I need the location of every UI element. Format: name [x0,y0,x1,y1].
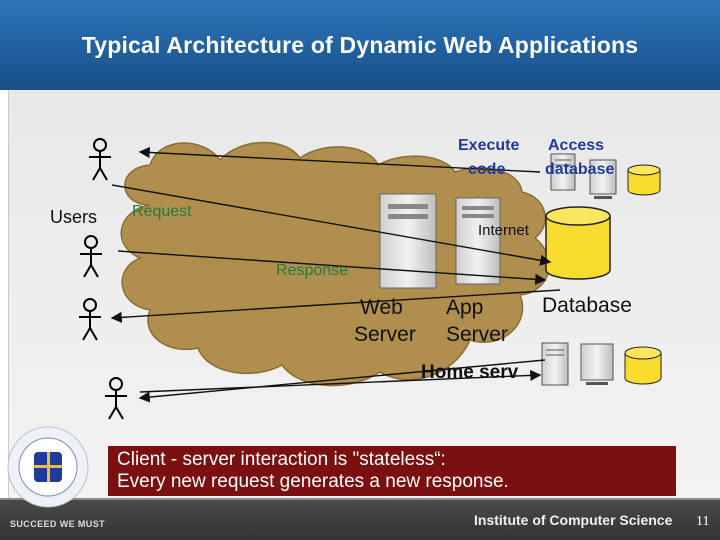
home-database-icon [624,346,662,385]
user-figure-1 [89,138,111,181]
user-figure-3 [79,298,101,341]
database-icon [545,206,611,280]
home-server-tower-icon [541,342,569,386]
request-response-arrows [110,146,561,403]
slide-footer [0,500,720,540]
code-label: code [468,161,506,178]
user-figure-2 [80,235,102,278]
footer-separator [0,498,720,501]
footer-institute: Institute of Computer Science [474,512,673,528]
app-server-label-line1: App [446,296,484,319]
footer-motto: SUCCEED WE MUST [10,519,106,529]
app-server-label-line2: Server [446,323,508,346]
users-label: Users [50,207,98,227]
university-seal-logo [7,426,89,508]
small-database-icon [627,164,661,196]
small-server-icon [589,159,617,199]
home-server-label: Home serv [421,362,519,383]
web-server-label-line1: Web [360,296,403,319]
code-server-icon [550,153,576,191]
app-server-icon [455,197,501,285]
user-figure-4 [105,377,127,420]
callout-line-2: Every new request generates a new respon… [117,471,509,492]
callout-line-1: Client - server interaction is "stateles… [117,449,446,470]
slide-header [0,0,720,90]
access-label: Access [548,137,605,154]
request-label: Request [132,203,192,220]
slide-title: Typical Architecture of Dynamic Web Appl… [81,32,639,58]
web-server-label-line2: Server [354,323,416,346]
execute-label: Execute [458,137,520,154]
internet-label: Internet [478,222,529,239]
database-label: Database [542,294,632,317]
stateless-callout: Client - server interaction is "stateles… [108,446,676,496]
response-label: Response [276,262,349,279]
home-server-box-icon [580,343,614,385]
database-small-label: database [545,161,615,178]
page-number: 11 [696,514,710,529]
